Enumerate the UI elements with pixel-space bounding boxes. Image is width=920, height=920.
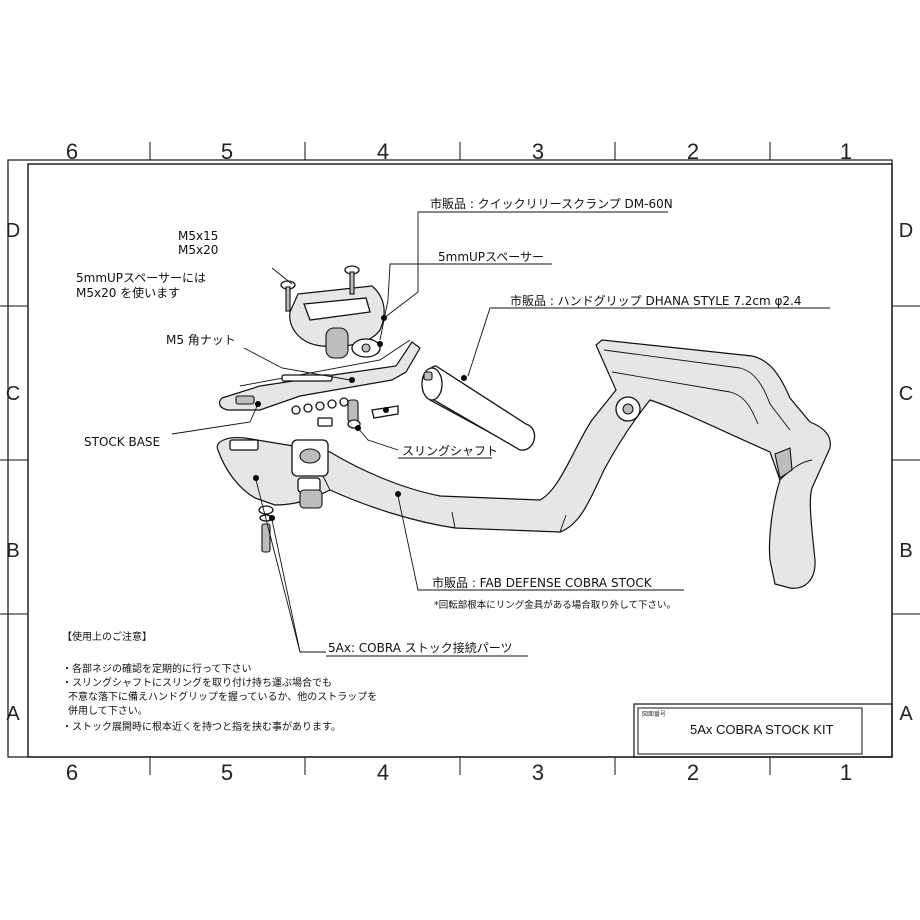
handgrip-label: 市販品 : ハンドグリップ DHANA STYLE 7.2cm φ2.4 — [510, 293, 802, 308]
clamp-label: 市販品 : クイックリリースクランプ DM-60N — [430, 196, 673, 211]
column-label: 2 — [687, 139, 699, 164]
row-labels-right: D C B A — [899, 220, 914, 725]
column-label: 5 — [221, 760, 233, 785]
column-label: 1 — [840, 760, 852, 785]
row-label: A — [899, 703, 913, 725]
cobra-stock-note: *回転部根本にリング金具がある場合取り外して下さい。 — [434, 599, 676, 611]
row-label: D — [899, 220, 913, 242]
title-block-label: 図面番号 — [642, 711, 666, 718]
row-label: B — [6, 540, 19, 562]
row-label: D — [6, 220, 20, 242]
stock-base-part — [218, 339, 421, 415]
leader-lines — [171, 211, 506, 653]
notes-line: ・スリングシャフトにスリングを取り付け持ち運ぶ場合でも — [62, 676, 332, 689]
notes-line: ・各部ネジの確認を定期的に行って下さい — [62, 662, 252, 675]
cobra-stock-label: 市販品 : FAB DEFENSE COBRA STOCK — [432, 575, 653, 590]
column-label: 5 — [221, 139, 233, 164]
column-label: 1 — [840, 139, 852, 164]
notes-line: 不意な落下に備えハンドグリップを握っているか、他のストラップを — [68, 690, 377, 703]
screw-size-label: M5x20 — [178, 243, 218, 257]
callout-texts: M5x15 M5x20 5mmUPスペーサーには M5x20 を使います 市販品… — [76, 196, 830, 657]
column-label: 4 — [377, 139, 389, 164]
row-label: C — [6, 383, 20, 405]
usage-notes: 【使用上のご注意】 ・各部ネジの確認を定期的に行って下さい ・スリングシャフトに… — [62, 630, 377, 733]
notes-line: ・ストック展開時に根本近くを持つと指を挟む事があります。 — [62, 720, 341, 733]
zone-ticks — [0, 142, 920, 775]
screw-size-label: M5x15 — [178, 229, 218, 243]
row-labels-left: D C B A — [6, 220, 21, 725]
title-block: 図面番号 5Ax COBRA STOCK KIT — [633, 703, 893, 758]
spacer-note-label: M5x20 を使います — [76, 285, 180, 300]
column-label: 2 — [687, 760, 699, 785]
row-label: A — [6, 703, 20, 725]
sling-shaft-label: スリングシャフト — [402, 444, 498, 458]
notes-line: 併用して下さい。 — [68, 704, 148, 717]
spacer-label: 5mmUPスペーサー — [438, 250, 544, 264]
row-label: C — [899, 383, 913, 405]
column-label: 6 — [66, 760, 78, 785]
handgrip-part — [421, 365, 536, 451]
square-nut-label: M5 角ナット — [166, 333, 236, 347]
cobra-stock-part — [216, 339, 831, 589]
column-labels-bottom: 6 5 4 3 2 1 — [66, 760, 852, 785]
column-label: 6 — [66, 139, 78, 164]
stock-base-label: STOCK BASE — [84, 435, 160, 449]
spacer-note-label: 5mmUPスペーサーには — [76, 271, 206, 285]
row-label: B — [899, 540, 912, 562]
notes-heading: 【使用上のご注意】 — [62, 630, 152, 643]
column-label: 3 — [532, 760, 544, 785]
connector-label: 5Ax: COBRA ストック接続パーツ — [328, 640, 513, 655]
column-label: 4 — [377, 760, 389, 785]
clamp-part — [289, 285, 385, 359]
screws — [258, 265, 360, 553]
title-block-title: 5Ax COBRA STOCK KIT — [690, 722, 834, 737]
column-label: 3 — [532, 139, 544, 164]
column-labels-top: 6 5 4 3 2 1 — [66, 139, 852, 164]
